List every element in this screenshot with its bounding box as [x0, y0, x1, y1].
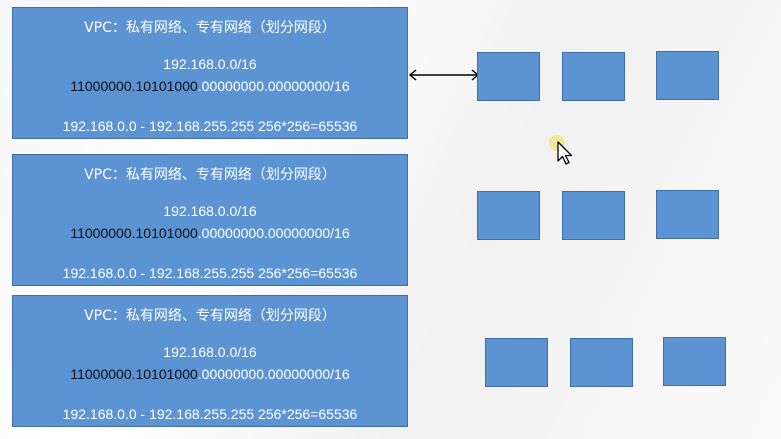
mouse-pointer-icon — [549, 135, 573, 165]
vpc-cidr: 192.168.0.0/16 — [163, 56, 257, 72]
binary-network-bits: 11000000.10101000 — [70, 78, 198, 94]
vpc-binary: 11000000.10101000.00000000.00000000/16 — [13, 366, 407, 382]
subnet-box — [570, 338, 633, 387]
vpc-title: VPC：私有网络、专有网络（划分网段） — [84, 20, 336, 36]
binary-network-bits: 11000000.10101000 — [70, 366, 198, 382]
binary-host-bits: .00000000.00000000/16 — [197, 78, 350, 94]
binary-network-bits: 11000000.10101000 — [70, 225, 198, 241]
subnet-box — [562, 52, 625, 101]
vpc-cidr: 192.168.0.0/16 — [163, 203, 257, 219]
vpc-cidr: 192.168.0.0/16 — [163, 344, 257, 360]
vpc-range: 192.168.0.0 - 192.168.255.255 256*256=65… — [62, 118, 358, 134]
subnet-box — [663, 337, 726, 386]
vpc-block-3: VPC：私有网络、专有网络（划分网段） 192.168.0.0/16 11000… — [12, 295, 408, 427]
vpc-block-2: VPC：私有网络、专有网络（划分网段） 192.168.0.0/16 11000… — [12, 154, 408, 286]
vpc-binary: 11000000.10101000.00000000.00000000/16 — [13, 225, 407, 241]
vpc-range: 192.168.0.0 - 192.168.255.255 256*256=65… — [62, 265, 358, 281]
binary-host-bits: .00000000.00000000/16 — [197, 366, 350, 382]
vpc-binary: 11000000.10101000.00000000.00000000/16 — [13, 78, 407, 94]
double-arrow-icon — [408, 69, 480, 81]
subnet-box — [656, 190, 719, 239]
vpc-range: 192.168.0.0 - 192.168.255.255 256*256=65… — [62, 406, 358, 422]
subnet-box — [477, 52, 540, 101]
subnet-box — [477, 191, 540, 240]
subnet-box — [485, 338, 548, 387]
subnet-box — [656, 51, 719, 100]
vpc-title: VPC：私有网络、专有网络（划分网段） — [84, 167, 336, 183]
vpc-block-1: VPC：私有网络、专有网络（划分网段） 192.168.0.0/16 11000… — [12, 7, 408, 139]
binary-host-bits: .00000000.00000000/16 — [197, 225, 350, 241]
subnet-box — [562, 191, 625, 240]
vpc-title: VPC：私有网络、专有网络（划分网段） — [84, 308, 336, 324]
